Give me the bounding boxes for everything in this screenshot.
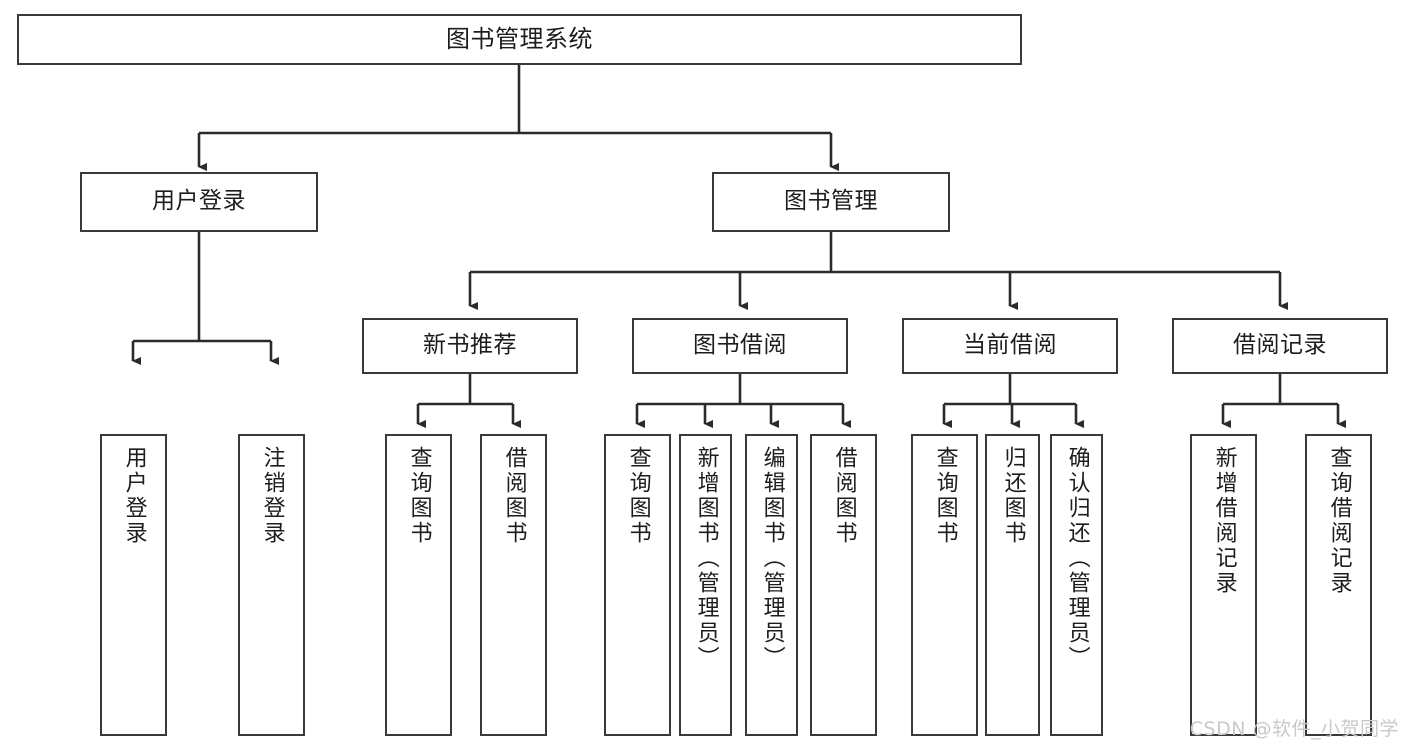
leaf-node-3[interactable]: 借阅图书 bbox=[480, 434, 547, 736]
node-label: 新书推荐 bbox=[423, 332, 517, 359]
level3-node-0[interactable]: 新书推荐 bbox=[362, 318, 578, 374]
node-label: 新增图书（管理员） bbox=[693, 446, 719, 671]
level2-node-0[interactable]: 用户登录 bbox=[80, 172, 318, 232]
root-node-0[interactable]: 图书管理系统 bbox=[17, 14, 1022, 65]
level3-node-1[interactable]: 图书借阅 bbox=[632, 318, 848, 374]
node-label: 确认归还（管理员） bbox=[1064, 446, 1090, 671]
leaf-node-5[interactable]: 新增图书（管理员） bbox=[679, 434, 732, 736]
node-label: 编辑图书（管理员） bbox=[759, 446, 785, 671]
leaf-node-0[interactable]: 用户登录 bbox=[100, 434, 167, 736]
node-label: 注销登录 bbox=[259, 446, 285, 546]
leaf-node-7[interactable]: 借阅图书 bbox=[810, 434, 877, 736]
level3-node-2[interactable]: 当前借阅 bbox=[902, 318, 1118, 374]
leaf-node-8[interactable]: 查询图书 bbox=[911, 434, 978, 736]
node-label: 新增借阅记录 bbox=[1211, 446, 1237, 596]
node-label: 借阅图书 bbox=[501, 446, 527, 546]
node-label: 查询图书 bbox=[406, 446, 432, 546]
node-label: 当前借阅 bbox=[963, 332, 1057, 359]
node-label: 借阅记录 bbox=[1233, 332, 1327, 359]
watermark-text: CSDN @软件_小贺同学 bbox=[1189, 718, 1399, 740]
node-label: 图书管理系统 bbox=[446, 25, 593, 54]
node-label: 查询图书 bbox=[625, 446, 651, 546]
node-label: 查询借阅记录 bbox=[1326, 446, 1352, 596]
node-label: 用户登录 bbox=[121, 446, 147, 546]
node-label: 查询图书 bbox=[932, 446, 958, 546]
leaf-node-4[interactable]: 查询图书 bbox=[604, 434, 671, 736]
node-label: 图书管理 bbox=[784, 188, 878, 215]
leaf-node-10[interactable]: 确认归还（管理员） bbox=[1050, 434, 1103, 736]
leaf-node-6[interactable]: 编辑图书（管理员） bbox=[745, 434, 798, 736]
leaf-node-2[interactable]: 查询图书 bbox=[385, 434, 452, 736]
node-label: 借阅图书 bbox=[831, 446, 857, 546]
leaf-node-11[interactable]: 新增借阅记录 bbox=[1190, 434, 1257, 736]
leaf-node-12[interactable]: 查询借阅记录 bbox=[1305, 434, 1372, 736]
node-label: 图书借阅 bbox=[693, 332, 787, 359]
level2-node-1[interactable]: 图书管理 bbox=[712, 172, 950, 232]
node-label: 用户登录 bbox=[152, 188, 246, 215]
node-label: 归还图书 bbox=[1000, 446, 1026, 546]
level3-node-3[interactable]: 借阅记录 bbox=[1172, 318, 1388, 374]
leaf-node-1[interactable]: 注销登录 bbox=[238, 434, 305, 736]
leaf-node-9[interactable]: 归还图书 bbox=[985, 434, 1040, 736]
